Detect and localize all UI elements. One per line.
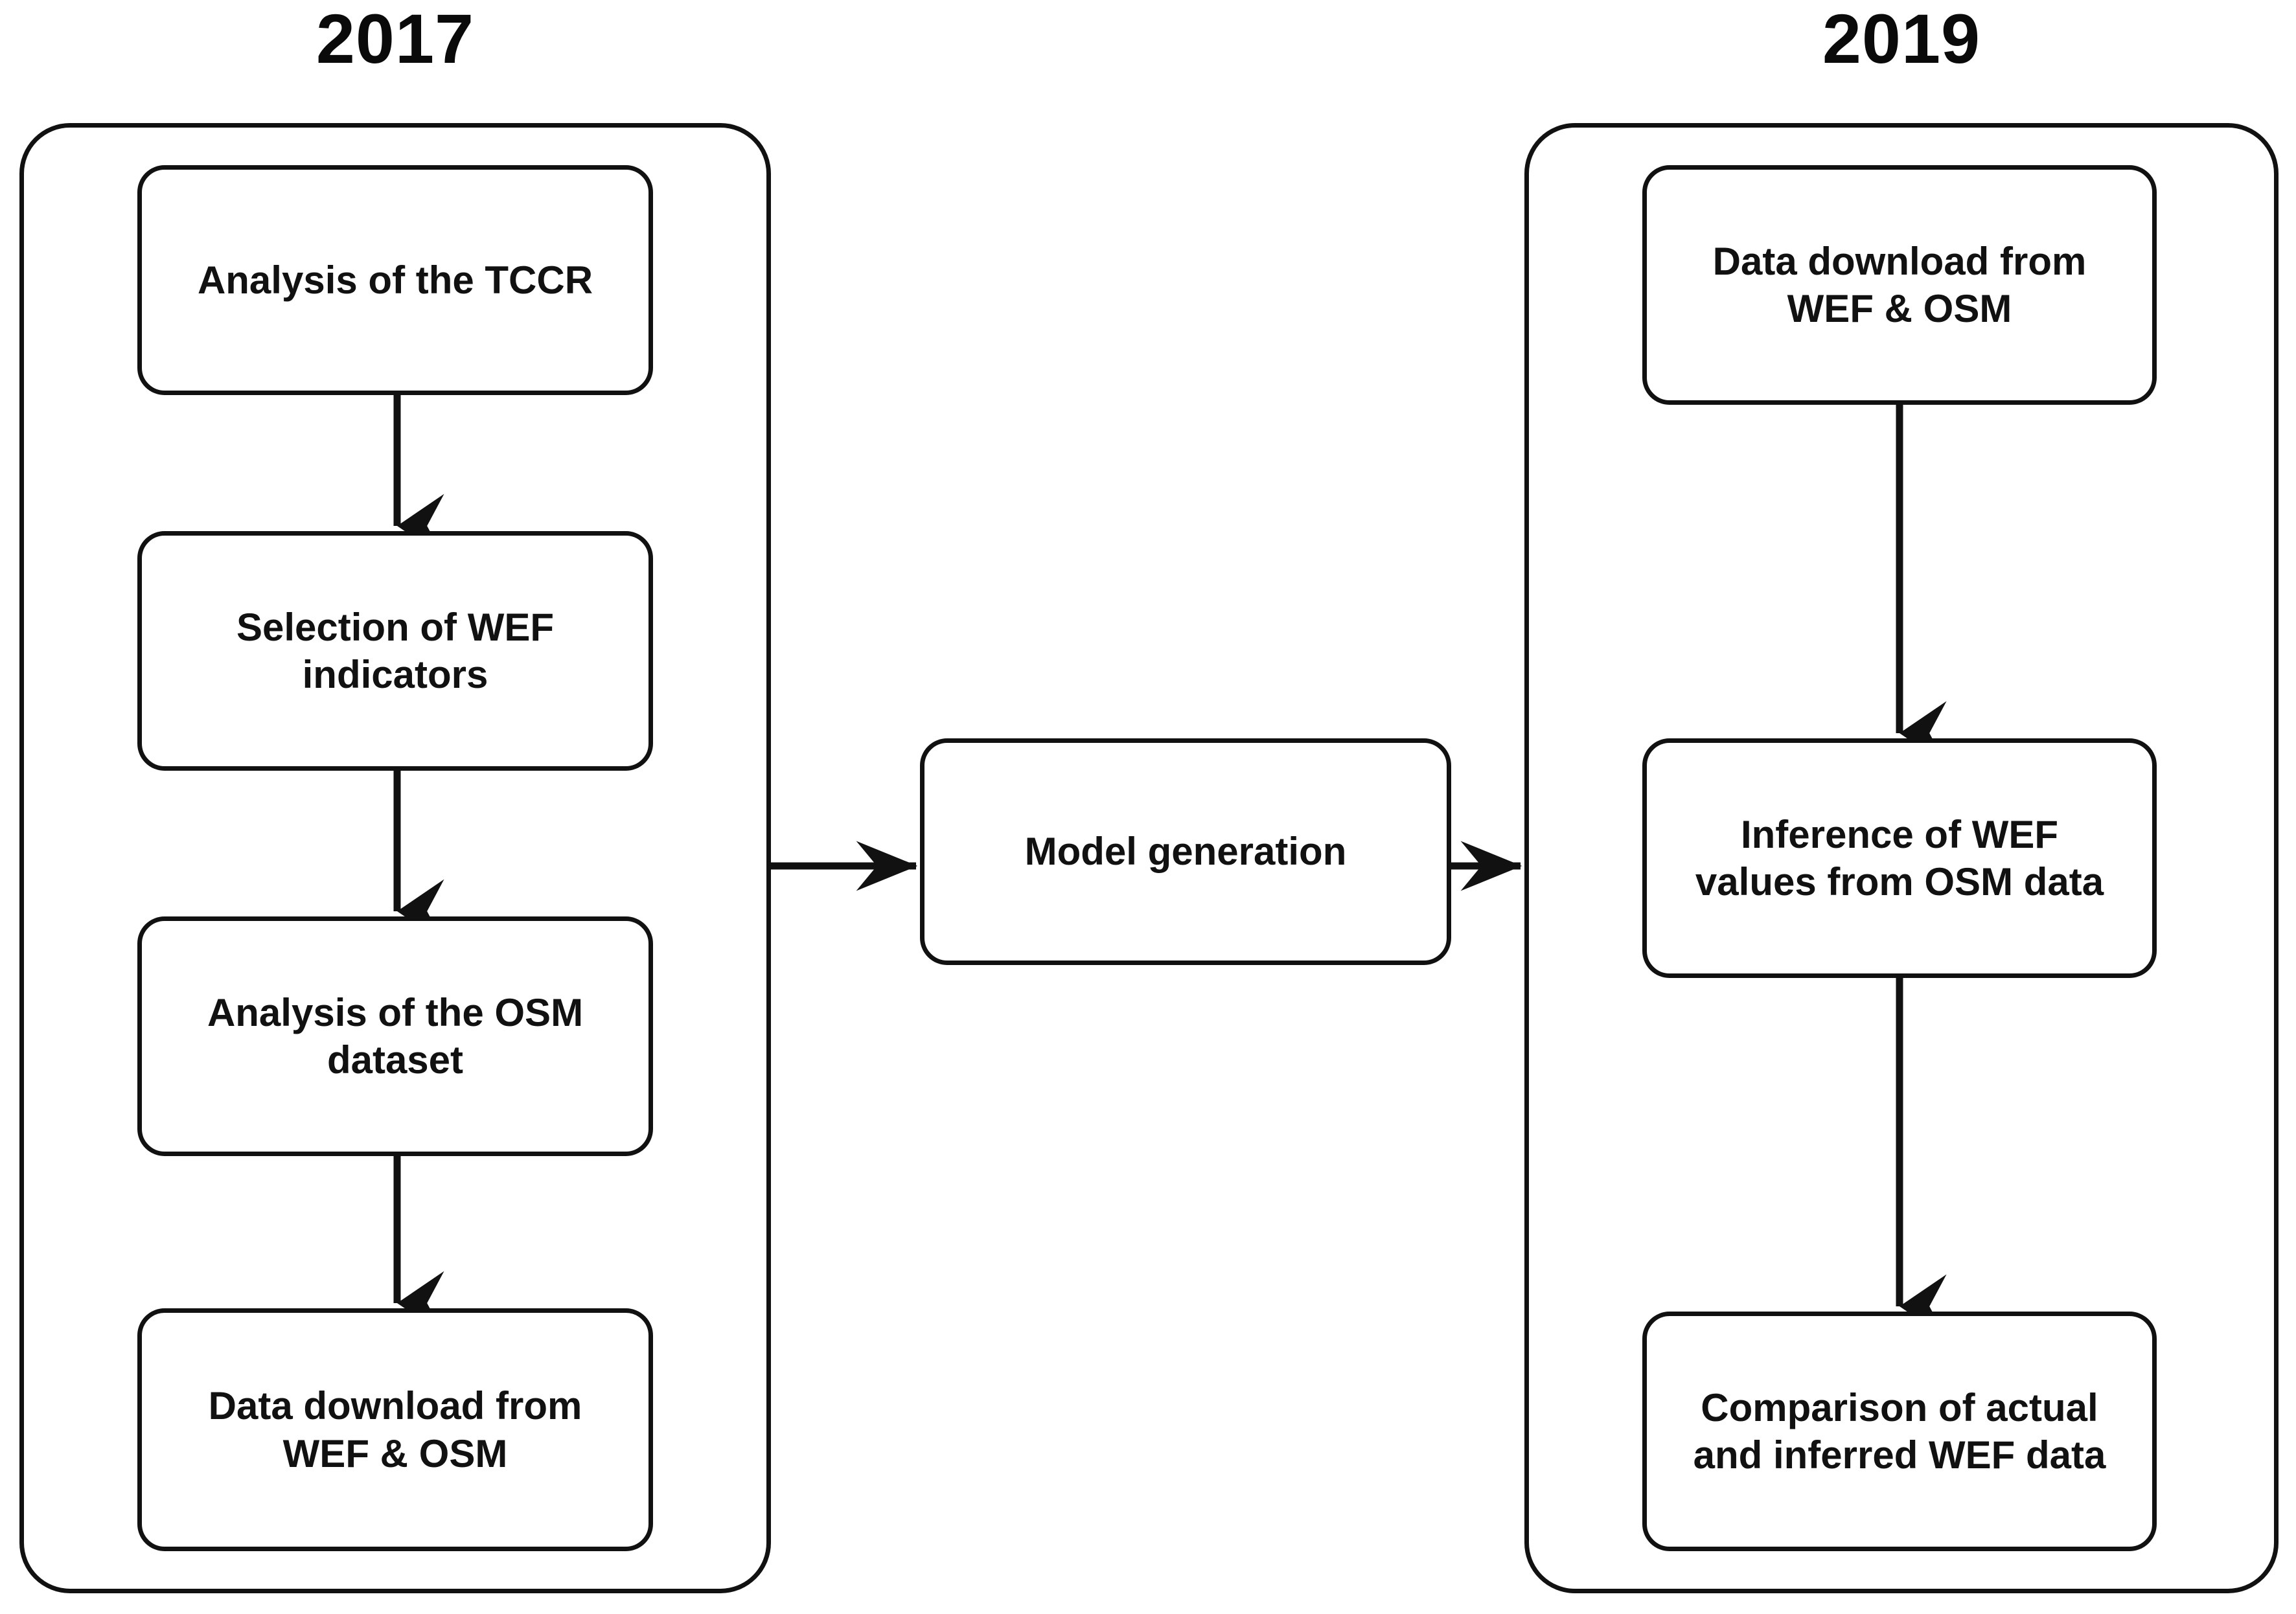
step-selection-wef-indicators[interactable]: Selection of WEF indicators (137, 531, 653, 771)
step-analysis-osm-dataset[interactable]: Analysis of the OSM dataset (137, 916, 653, 1156)
step-inference-wef-values-label: Inference of WEF values from OSM data (1695, 812, 2104, 904)
phase-title-2019: 2019 (1822, 0, 1981, 78)
step-inference-wef-values[interactable]: Inference of WEF values from OSM data (1642, 738, 2157, 978)
step-data-download-2019-label: Data download from WEF & OSM (1712, 239, 2087, 330)
step-model-generation[interactable]: Model generation (920, 738, 1451, 965)
step-analysis-tccr[interactable]: Analysis of the TCCR (137, 165, 653, 395)
step-data-download-2017[interactable]: Data download from WEF & OSM (137, 1308, 653, 1551)
phase-container-2017 (19, 123, 771, 1593)
step-selection-wef-indicators-label: Selection of WEF indicators (236, 605, 555, 696)
step-analysis-osm-dataset-label: Analysis of the OSM dataset (207, 990, 584, 1082)
step-analysis-tccr-label: Analysis of the TCCR (197, 258, 593, 302)
step-data-download-2017-label: Data download from WEF & OSM (208, 1384, 582, 1475)
step-data-download-2019[interactable]: Data download from WEF & OSM (1642, 165, 2157, 405)
step-comparison-wef-data-label: Comparison of actual and inferred WEF da… (1693, 1385, 2106, 1477)
phase-title-2017: 2017 (316, 0, 475, 78)
step-comparison-wef-data[interactable]: Comparison of actual and inferred WEF da… (1642, 1312, 2157, 1551)
step-model-generation-label: Model generation (1024, 830, 1347, 874)
phase-container-2019 (1524, 123, 2279, 1593)
